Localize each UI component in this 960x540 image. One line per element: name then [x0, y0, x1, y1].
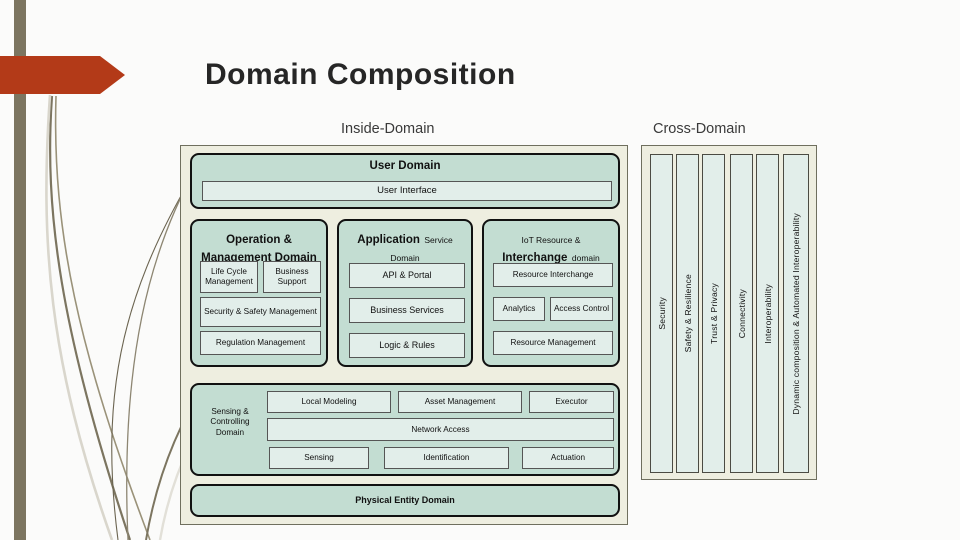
sensing-title-line3: Domain — [215, 427, 245, 437]
sensing-title-line2: Controlling — [210, 417, 250, 427]
app-title-bold: Application — [357, 234, 420, 246]
cell-api-portal[interactable]: API & Portal — [349, 263, 465, 288]
operation-management-domain-panel[interactable]: Operation & Management Domain Life Cycle… — [190, 219, 328, 367]
iot-title-bold: Interchange — [502, 251, 568, 264]
cell-business-services[interactable]: Business Services — [349, 298, 465, 323]
cell-actuation[interactable]: Actuation — [522, 447, 614, 469]
sensing-controlling-domain-title: Sensing & Controlling Domain — [200, 407, 260, 438]
iot-title-small: domain — [571, 252, 600, 263]
cross-domain-strip-label: Connectivity — [736, 288, 747, 339]
user-domain-panel[interactable]: User Domain User Interface — [190, 153, 620, 209]
page-title: Domain Composition — [205, 58, 516, 91]
cell-business-support[interactable]: Business Support — [263, 261, 321, 293]
cell-user-interface[interactable]: User Interface — [202, 181, 612, 201]
cross-domain-strip-dynamic-composition[interactable]: Dynamic composition & Automated Interope… — [783, 154, 809, 473]
cell-life-cycle-management[interactable]: Life Cycle Management — [200, 261, 258, 293]
cell-executor[interactable]: Executor — [529, 391, 614, 413]
cross-domain-strip-label: Interoperability — [762, 283, 773, 344]
cross-domain-strip-label: Trust & Privacy — [708, 283, 719, 344]
cell-resource-management[interactable]: Resource Management — [493, 331, 613, 355]
cell-sensing[interactable]: Sensing — [269, 447, 369, 469]
cross-domain-strip-trust-privacy[interactable]: Trust & Privacy — [702, 154, 725, 473]
physical-entity-domain-title: Physical Entity Domain — [355, 495, 455, 505]
om-title-line1: Operation & — [226, 234, 292, 246]
user-domain-title: User Domain — [369, 160, 441, 172]
cell-access-control[interactable]: Access Control — [550, 297, 613, 321]
cell-network-access[interactable]: Network Access — [267, 418, 614, 441]
application-service-domain-panel[interactable]: Application Service Domain API & Portal … — [337, 219, 473, 367]
iot-title-small-pre: IoT Resource & — [521, 235, 581, 245]
application-service-domain-title: Application Service Domain — [339, 230, 471, 266]
cross-domain-strip-safety-resilience[interactable]: Safety & Resilience — [676, 154, 699, 473]
cell-logic-rules[interactable]: Logic & Rules — [349, 333, 465, 358]
cell-resource-interchange[interactable]: Resource Interchange — [493, 263, 613, 287]
inside-domain-label: Inside-Domain — [341, 121, 435, 137]
om-title-line2: Management Domain — [201, 251, 317, 264]
iot-resource-interchange-domain-panel[interactable]: IoT Resource & Interchange domain Resour… — [482, 219, 620, 367]
cross-domain-strip-security[interactable]: Security — [650, 154, 673, 473]
iot-resource-interchange-domain-title: IoT Resource & Interchange domain — [484, 230, 618, 266]
app-title-small2: Domain — [390, 252, 420, 263]
inside-domain-container: User Domain User Interface Operation & M… — [180, 145, 628, 525]
app-title-small: Service — [424, 235, 453, 245]
physical-entity-domain-panel[interactable]: Physical Entity Domain — [190, 484, 620, 517]
cell-asset-management[interactable]: Asset Management — [398, 391, 522, 413]
cell-analytics[interactable]: Analytics — [493, 297, 545, 321]
left-accent-bar — [14, 0, 26, 540]
operation-management-domain-title: Operation & Management Domain — [192, 230, 326, 266]
sensing-controlling-domain-panel[interactable]: Sensing & Controlling Domain Local Model… — [190, 383, 620, 476]
cell-regulation-management[interactable]: Regulation Management — [200, 331, 321, 355]
cross-domain-strip-label: Safety & Resilience — [682, 274, 693, 353]
cell-identification[interactable]: Identification — [384, 447, 509, 469]
cross-domain-strip-label: Dynamic composition & Automated Interope… — [791, 212, 801, 415]
sensing-title-line1: Sensing & — [211, 407, 249, 416]
cell-local-modeling[interactable]: Local Modeling — [267, 391, 391, 413]
cross-domain-label: Cross-Domain — [653, 121, 746, 137]
cross-domain-strip-connectivity[interactable]: Connectivity — [730, 154, 753, 473]
red-arrow-shape — [0, 56, 125, 94]
cross-domain-strip-interoperability[interactable]: Interoperability — [756, 154, 779, 473]
cross-domain-strip-label: Security — [656, 297, 667, 330]
cross-domain-container: Security Safety & Resilience Trust & Pri… — [641, 145, 817, 480]
cell-security-safety-management[interactable]: Security & Safety Management — [200, 297, 321, 327]
